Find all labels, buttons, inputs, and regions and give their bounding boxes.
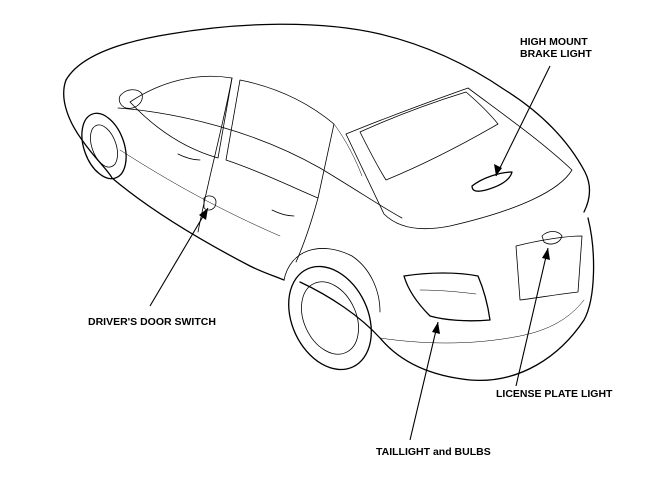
leader-license-plate [515,247,549,387]
arrow-taillight [432,322,440,334]
car-rear-wheel-arch [283,248,381,313]
arrow-door-switch [199,208,208,220]
car-door-seam-rear [295,197,319,263]
car-belt-line [117,107,403,219]
car-high-mount-lamp [471,171,513,192]
taillight-label-text: TAILLIGHT and BULBS [376,446,491,458]
leader-taillight [409,321,439,441]
car-trunk-lid [345,87,573,230]
car-front-fender [63,79,113,179]
car-roof-outline [65,23,591,213]
car-front-wheel-rim [90,124,118,168]
car-rear-wheel [288,265,372,371]
car-front-wheel [81,112,127,180]
car-license-plate-recess [515,235,583,301]
high-mount-brake-light-label: HIGH MOUNT BRAKE LIGHT [520,36,592,60]
leaders [149,65,551,441]
car-rear-side-window [225,79,335,199]
car-rear-door-handle [271,209,295,217]
arrow-high-mount [494,164,502,176]
door-switch-label-text: DRIVER'S DOOR SWITCH [88,316,216,328]
arrow-license-plate [542,248,550,260]
license-plate-light-label: LICENSE PLATE LIGHT [496,388,612,400]
car-door-switch-component [203,195,217,211]
leader-door-switch [149,207,209,307]
car-side-mirror [118,89,143,109]
high-mount-label-line2: BRAKE LIGHT [520,48,592,60]
taillight-and-bulbs-label: TAILLIGHT and BULBS [376,446,491,458]
license-plate-label-text: LICENSE PLATE LIGHT [496,388,613,400]
car-taillight-lens [403,272,491,322]
car-c-pillar [333,123,363,177]
car-taillight-inner [419,289,477,295]
car-front-door-handle [177,153,201,161]
car-rear-wheel-rim [301,281,359,355]
car-side-sill [111,177,285,281]
car-rear-bumper [299,217,595,381]
leader-high-mount [495,65,551,177]
car-lower-crease [379,299,585,344]
car-front-side-window [129,75,233,159]
car-body [63,23,595,381]
drivers-door-switch-label: DRIVER'S DOOR SWITCH [88,316,216,328]
car-side-crease [119,149,281,237]
high-mount-label-line1: HIGH MOUNT [520,36,588,48]
car-rear-window [359,91,499,181]
car-trunk-emblem [541,231,563,245]
